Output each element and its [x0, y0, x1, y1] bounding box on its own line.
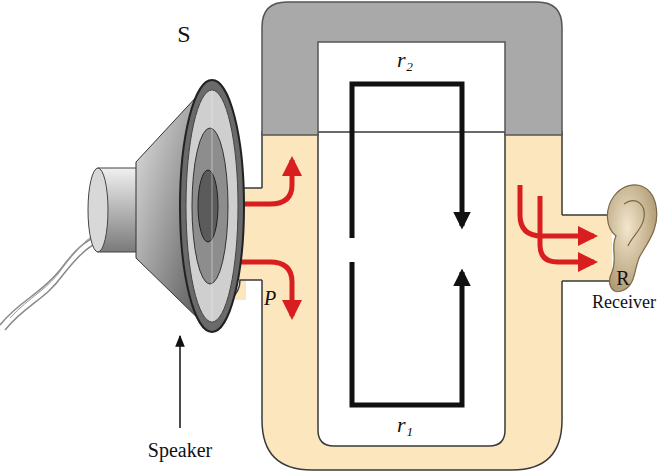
sliding-tube	[262, 2, 562, 135]
sound-arrows	[234, 160, 594, 316]
receiver-letter: R	[616, 268, 629, 288]
path-label: r₂	[397, 49, 413, 71]
upper-path-arrow	[352, 84, 462, 238]
outlet-stub	[560, 215, 612, 281]
source-letter: S	[177, 22, 190, 46]
point-letter: P	[264, 288, 276, 308]
receiver-name: Receiver	[592, 293, 656, 311]
speaker-name: Speaker	[148, 440, 212, 460]
lower-path-arrow	[352, 262, 462, 405]
lower-tube	[262, 132, 562, 470]
path-label: r₁	[397, 414, 413, 436]
outlet-outline	[562, 215, 612, 281]
speaker-illustration	[0, 80, 244, 332]
speaker-pointer	[179, 336, 181, 428]
ear-illustration	[607, 185, 656, 292]
